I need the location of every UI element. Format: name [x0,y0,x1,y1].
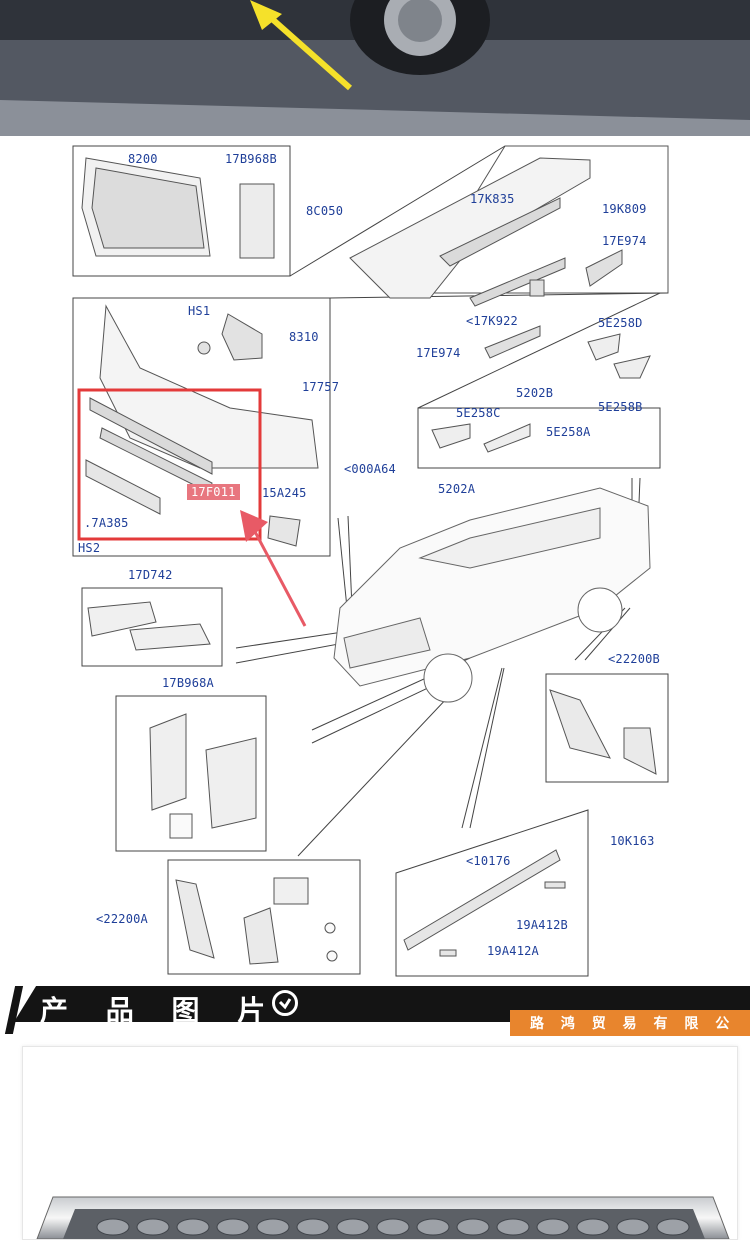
part-label: 19A412B [516,918,568,932]
banner-title: 产 品 图 片 [40,994,280,1027]
wheel-photo-graphic [0,0,750,136]
part-label: .7A385 [84,516,129,530]
side-step-drawing [403,849,566,957]
rear-mudflap-drawing [549,689,657,775]
check-circle-icon [272,990,298,1016]
part-label: 5E258B [598,400,643,414]
part-label: <000A64 [344,462,396,476]
part-label: 17B968A [162,676,214,690]
front-mudflap-drawing [175,877,338,965]
part-label: HS1 [188,304,211,318]
top-photo [0,0,750,136]
parts-diagram: 8200 17B968B 8C050 17K835 19K809 17E974 … [0,138,750,980]
step-box [395,809,589,977]
mirror-drawing [87,601,211,651]
part-label: 8C050 [306,204,344,218]
yellow-arrow-head [250,0,282,30]
part-label: 17K835 [470,192,515,206]
part-label: 17D742 [128,568,173,582]
part-label: 19A412A [487,944,539,958]
spoiler-drawing [431,333,651,453]
grille-drawing [81,157,275,259]
front-bumper-drawing [85,304,319,547]
part-label: 10K163 [610,834,655,848]
front-bumper-box [72,297,331,557]
part-label: 17B968B [225,152,277,166]
part-label: 5E258D [598,316,643,330]
part-label: HS2 [78,541,101,555]
grille-product-image [36,1196,730,1239]
part-label: <17K922 [466,314,518,328]
rear-bumper-drawing [349,157,623,359]
car-drawing [333,487,651,703]
part-label: <22200B [608,652,660,666]
spoiler-box [417,407,661,469]
part-label: 5E258C [456,406,501,420]
part-label: 17E974 [416,346,461,360]
part-label: 5202B [516,386,554,400]
yellow-arrow-shaft [260,7,352,91]
part-label: 19K809 [602,202,647,216]
part-label: <22200A [96,912,148,926]
part-label: 17757 [302,380,340,394]
part-label: 15A245 [262,486,307,500]
highlight-box [77,388,262,541]
highlighted-part-label: 17F011 [187,484,240,500]
part-label: 8200 [128,152,158,166]
product-photo [22,1046,738,1240]
mirror-box [81,587,223,667]
diagram-lines [72,145,669,977]
part-label: 8310 [289,330,319,344]
part-label: 5E258A [546,425,591,439]
part-label: 17E974 [602,234,647,248]
red-arrow-shaft [250,525,307,627]
banner-stripe [4,986,24,1034]
section-banner: 产 品 图 片 路 鸿 贸 易 有 限 公 司 [0,980,750,1052]
vent-box [115,695,267,852]
company-bar [510,1010,750,1036]
rear-mudflap-box [545,673,669,783]
vent-drawing [149,713,257,839]
red-arrow-head [240,510,268,542]
front-mudflap-box [167,859,361,975]
part-label: <10176 [466,854,511,868]
part-label: 5202A [438,482,476,496]
